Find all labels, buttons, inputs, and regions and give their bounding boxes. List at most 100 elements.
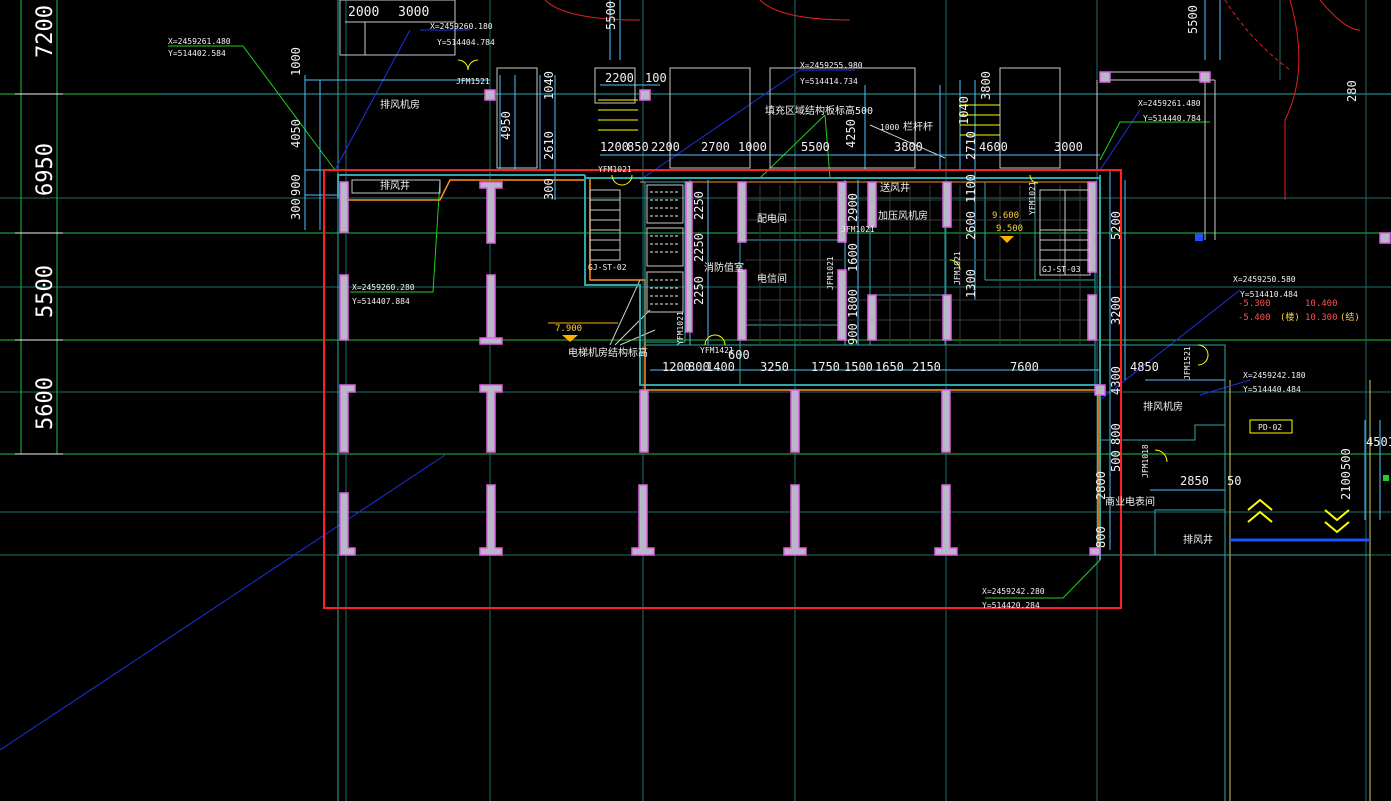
dim-row-100: 100 — [645, 71, 667, 85]
door-tags: JFM1521 YFM1021 JFM1021 YFM1021 JFM1021 … — [456, 77, 1192, 478]
label-stair-left: GJ-ST-02 — [588, 263, 627, 272]
axis-dim-6950: 6950 — [33, 143, 58, 196]
door-tag-8: JFM1521 — [1183, 346, 1192, 380]
dim-row-2700: 2700 — [701, 140, 730, 154]
dim-bot-600: 600 — [728, 348, 750, 362]
vdim-3200: 3200 — [1109, 296, 1123, 325]
vdim-2250c: 2250 — [692, 276, 706, 305]
vdim-800b: 800 — [1094, 526, 1108, 548]
axis-dim-5500: 5500 — [33, 265, 58, 318]
coord-4-y: Y=514407.884 — [352, 297, 410, 306]
pd-tag: PD-02 — [1258, 423, 1282, 432]
elev-right-d: 10.300 — [1305, 313, 1338, 323]
vdim-800a: 800 — [1109, 423, 1123, 445]
dim-right-4850: 4850 — [1130, 360, 1159, 374]
coord-3-x: X=2459261.480 — [1138, 99, 1201, 108]
dim-row-2200b: 2200 — [651, 140, 680, 154]
label-stair-right: GJ-ST-03 — [1042, 265, 1081, 274]
label-exhaust-room-tl: 排风机房 — [380, 98, 420, 111]
vdim-1800: 1800 — [846, 289, 860, 318]
coord-7-x: X=2459242.280 — [982, 587, 1045, 596]
stairs — [589, 99, 1350, 534]
dim-top-2000: 2000 — [348, 5, 379, 20]
label-distribution: 配电间 — [757, 212, 787, 225]
room-labels: 排风机房 排风井 填充区域结构板标高500 1000 栏杆杆 配电间 消防值室 … — [351, 98, 1213, 546]
vdim-1300: 1300 — [964, 269, 978, 298]
coord-2-y: Y=514414.734 — [800, 77, 858, 86]
dim-row-850: 850 — [627, 140, 649, 154]
dim-row-3800: 3800 — [894, 140, 923, 154]
dim-row-2200a: 2200 — [605, 71, 634, 85]
vdim-300b: 300 — [542, 178, 556, 200]
vdim-2250b: 2250 — [692, 233, 706, 262]
dimension-text: 2000 3000 5500 5500 1000 4050 900 300 49… — [289, 1, 1391, 548]
coord-0-x: X=2459261.480 — [168, 37, 231, 46]
coord-1-y: Y=514404.784 — [437, 38, 495, 47]
label-exhaust-shaft-tl: 排风井 — [380, 179, 410, 192]
label-elevator-note: 电梯机房结构标高 — [568, 346, 648, 359]
equipment-notes — [646, 184, 684, 313]
left-axis-dimensions: 7200 6950 5500 5600 — [33, 5, 58, 430]
axis-dim-7200: 7200 — [33, 5, 58, 58]
vdim-2600: 2600 — [964, 211, 978, 240]
vdim-1040a: 1040 — [542, 71, 556, 100]
door-tag-0: JFM1521 — [456, 77, 490, 86]
label-telecom: 电信间 — [757, 272, 787, 285]
coord-1-x: X=2459260.180 — [430, 22, 493, 31]
vdim-4050: 4050 — [289, 119, 303, 148]
dim-top-3000: 3000 — [398, 5, 429, 20]
coord-5-x: X=2459250.580 — [1233, 275, 1296, 284]
label-air-shaft: 送风井 — [880, 181, 910, 194]
vdim-300: 300 — [289, 198, 303, 220]
dim-bot-1200: 1200 — [662, 360, 691, 374]
vdim-2800: 2800 — [1094, 471, 1108, 500]
upper-context-outlines — [339, 0, 1216, 240]
elev-right-paren-b: (结) — [1340, 311, 1360, 323]
vdim-1040b: 1040 — [957, 96, 971, 125]
vdim-2900: 2900 — [846, 193, 860, 222]
vdim-2100: 2100 — [1339, 471, 1353, 500]
label-railing: 栏杆杆 — [903, 120, 933, 133]
door-tag-1: YFM1021 — [598, 165, 632, 174]
coord-6-y: Y=514440.484 — [1243, 385, 1301, 394]
dim-row-3000: 3000 — [1054, 140, 1083, 154]
door-tag-5: JFM1021 — [953, 251, 962, 285]
vdim-4300: 4300 — [1109, 366, 1123, 395]
vdim-500b: 500 — [1339, 448, 1353, 470]
coordinate-labels: X=2459261.480 Y=514402.584 X=2459260.180… — [168, 22, 1306, 610]
dim-bot-1750: 1750 — [811, 360, 840, 374]
dim-bot-2150: 2150 — [912, 360, 941, 374]
dim-bot-800: 800 — [688, 360, 710, 374]
elevation-markers: 7.900 9.600 9.500 -5.300 -5.400 (楼) 10.4… — [548, 211, 1360, 342]
label-fire-control: 消防值室 — [704, 261, 744, 274]
elev-right-b: -5.400 — [1238, 313, 1271, 323]
dim-top-5500a: 5500 — [604, 1, 618, 30]
elev-mid-bottom: 9.500 — [996, 224, 1023, 234]
vdim-2610: 2610 — [542, 131, 556, 160]
door-tag-7: YFM1021 — [676, 311, 685, 345]
label-railing-prefix: 1000 — [880, 123, 899, 132]
vdim-500: 500 — [1109, 450, 1123, 472]
dim-right-4501: 4501 — [1366, 435, 1391, 449]
door-tag-4: JFM1021 — [826, 256, 835, 290]
selection-rectangle[interactable] — [323, 169, 1122, 609]
label-fill-note: 填充区域结构板标高500 — [765, 104, 873, 117]
doors — [457, 59, 1209, 463]
vdim-1600: 1600 — [846, 243, 860, 272]
dim-bot-3250: 3250 — [760, 360, 789, 374]
structural-columns — [339, 71, 1391, 556]
vdim-2710: 2710 — [964, 131, 978, 160]
vdim-4250: 4250 — [844, 119, 858, 148]
vdim-900b: 900 — [846, 323, 860, 345]
door-tag-9: JFM1018 — [1141, 444, 1150, 478]
dim-row-5500: 5500 — [801, 140, 830, 154]
vdim-1000: 1000 — [289, 47, 303, 76]
dim-row-1200: 1200 — [600, 140, 629, 154]
elev-right-paren-a: (楼) — [1280, 311, 1300, 323]
pd-tag-box — [1249, 419, 1293, 434]
dim-right-2850: 2850 — [1180, 474, 1209, 488]
elev-left-value: 7.900 — [555, 324, 582, 334]
dim-row-4600: 4600 — [979, 140, 1008, 154]
red-curves — [544, 0, 1361, 200]
